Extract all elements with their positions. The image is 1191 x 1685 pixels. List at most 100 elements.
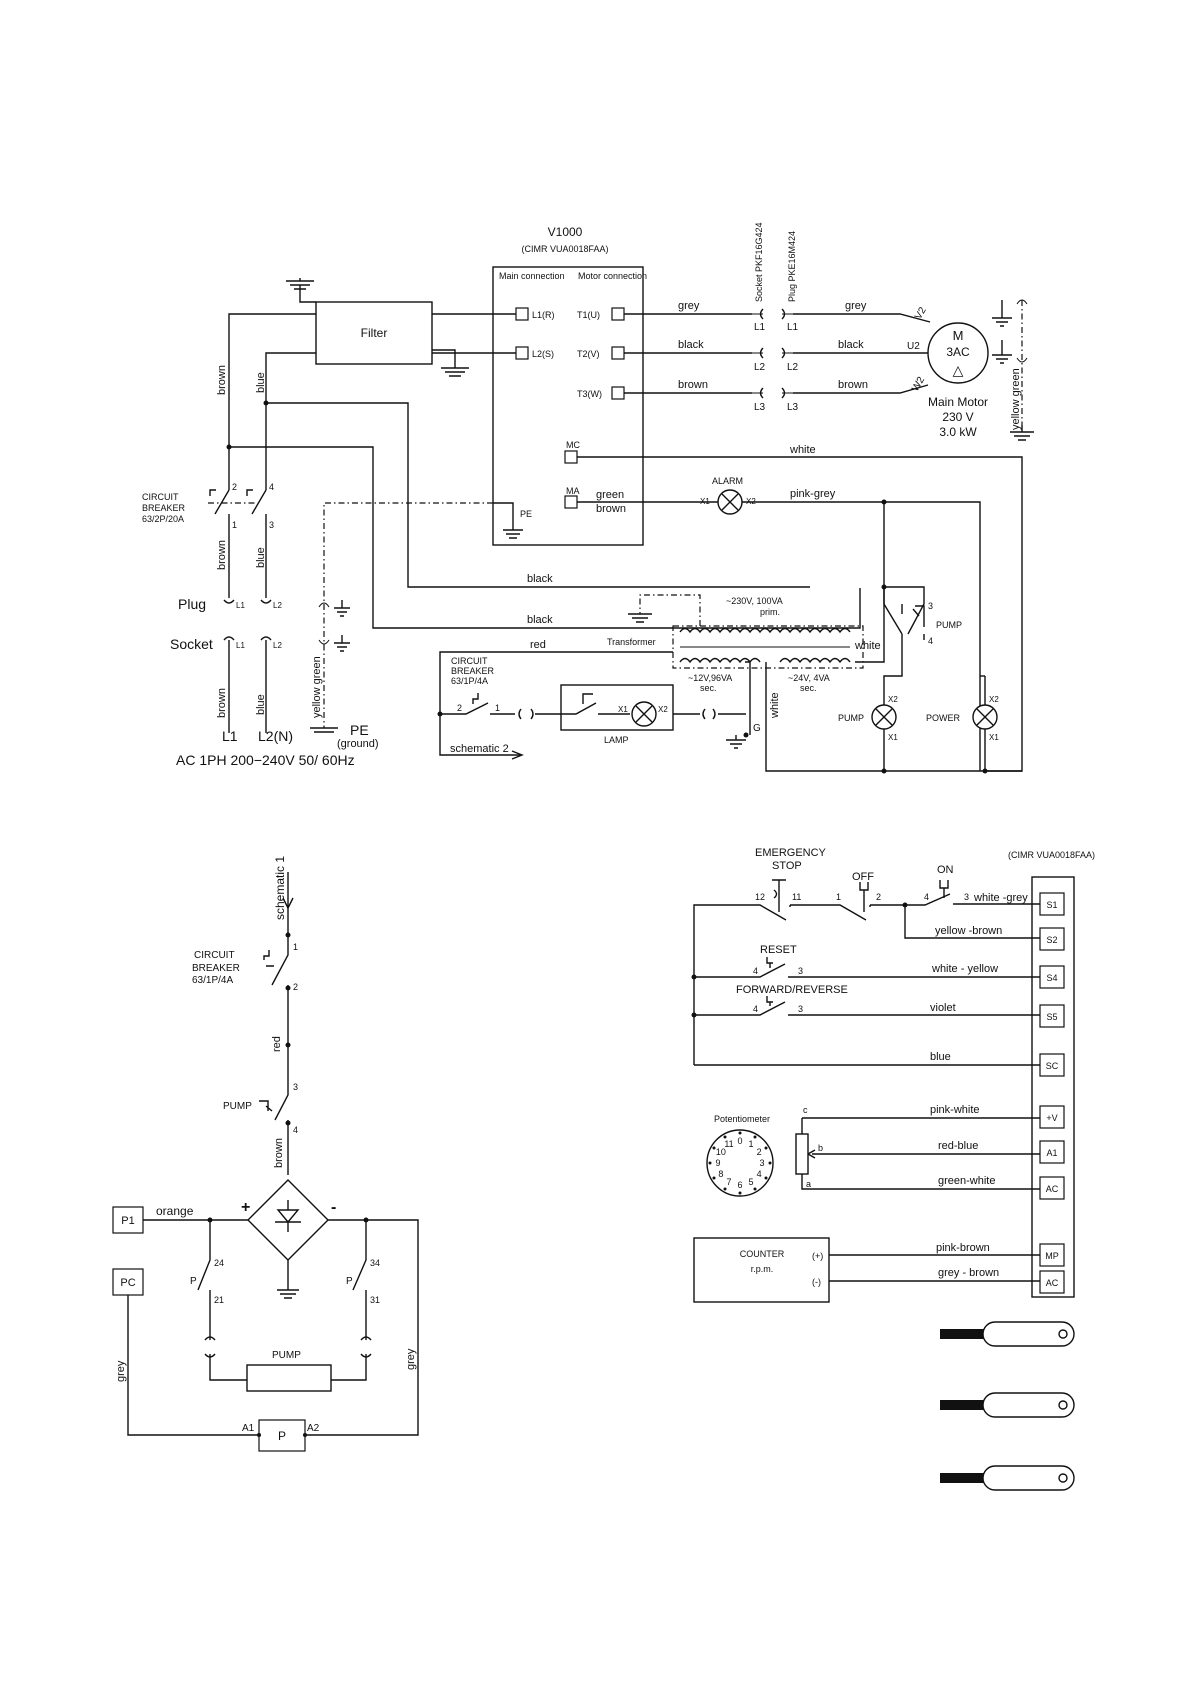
- terminal-s4-label: S4: [1046, 973, 1057, 983]
- pump-switch-4: 4: [928, 636, 933, 646]
- p-left-connector-icon: [204, 1336, 216, 1358]
- terminal-sc-label: SC: [1046, 1061, 1059, 1071]
- terminal-s5: [1039, 1004, 1065, 1028]
- control-terminals: S1 S2 S4 S5 SC +V A1 AC MP AC: [1039, 892, 1065, 1294]
- lamp-bulb-cross: [635, 705, 653, 723]
- wire-lamp-return: [745, 661, 751, 735]
- breaker-main-t1: 1: [232, 520, 237, 530]
- motor-power: 3.0 kW: [939, 425, 977, 439]
- terminal-t3: [611, 386, 625, 400]
- motor-pe-ground-icon: [1010, 425, 1034, 441]
- wire-grey-label-1: grey: [678, 300, 700, 312]
- p-left-contact: [197, 1220, 247, 1381]
- pump-switch-3: 3: [928, 601, 933, 611]
- estop-n11: 11: [792, 892, 801, 902]
- terminal-ac: [1039, 1176, 1065, 1200]
- breaker-actuator-icons: [209, 489, 253, 496]
- p-right-31: 31: [370, 1295, 380, 1305]
- rectifier-plus: +: [241, 1199, 250, 1216]
- pe-clips: [318, 602, 330, 645]
- lamp-x1: X1: [618, 705, 628, 714]
- terminal-t2: [611, 346, 625, 360]
- connector-l1-icon: [759, 308, 786, 320]
- p-left-24: 24: [214, 1258, 224, 1268]
- connector-lamp-1-icon: [518, 708, 534, 720]
- supply-brown-label: brown: [216, 688, 228, 718]
- s2-breaker-l3: 63/1P/4A: [192, 975, 233, 986]
- plug-socket-icons: [223, 599, 272, 641]
- pot-dial-number: 0: [737, 1136, 742, 1146]
- counter-minus: (-): [812, 1277, 821, 1287]
- lamp-switch-actuator: [582, 693, 593, 704]
- pe-ground-main-icon: [310, 727, 338, 733]
- s2-pump-label: PUMP: [223, 1101, 252, 1112]
- wire-brown-in: [228, 313, 316, 490]
- plug-label: Plug PKE16M424: [787, 231, 797, 302]
- pump-lamp-label: PUMP: [838, 713, 864, 723]
- wire-white-bottom: [765, 662, 1022, 772]
- motor-voltage: 230 V: [942, 410, 973, 424]
- rectifier-bridge: [247, 1179, 329, 1261]
- wire-grey-left: [127, 1295, 259, 1436]
- p-a1-dot: [257, 1433, 261, 1437]
- transformer-label: Transformer: [607, 637, 656, 647]
- motor-3ac: 3AC: [946, 345, 970, 359]
- supply-l2: L2(N): [258, 728, 293, 744]
- reset-n3: 3: [798, 966, 803, 976]
- s2-pump-contact: [274, 1045, 289, 1175]
- pump-switch-label: PUMP: [936, 620, 962, 630]
- terminal-ac2-label: AC: [1046, 1278, 1059, 1288]
- off-n1: 1: [836, 892, 841, 902]
- pot-dial-number: 11: [724, 1139, 733, 1149]
- counter-label: COUNTER: [740, 1249, 785, 1259]
- breaker-main-t3: 3: [269, 520, 274, 530]
- small-breaker-actuator: [472, 693, 479, 704]
- transformer-sec2: ~24V, 4VA: [788, 673, 830, 683]
- plug-label: Plug: [178, 596, 206, 612]
- supply-spec: AC 1PH 200−240V 50/ 60Hz: [176, 752, 355, 768]
- supply-l1: L1: [222, 728, 238, 744]
- motor-w2: W2: [910, 375, 927, 394]
- terminal-a1-label: A1: [1046, 1148, 1057, 1158]
- terminal-s2: [1039, 927, 1065, 951]
- estop-n12: 12: [755, 892, 765, 902]
- pump-lamp-cross: [875, 708, 893, 726]
- transformer-frame: [672, 625, 864, 669]
- main-circuit-breaker: CIRCUIT BREAKER 63/2P/20A 2 4 1 3 brown …: [142, 482, 274, 598]
- filter-ground-bottom-icon: [441, 367, 469, 377]
- fwd-n3: 3: [798, 1004, 803, 1014]
- small-breaker-n1: 1: [495, 703, 500, 713]
- terminal-ac-label: AC: [1046, 1184, 1059, 1194]
- supply-blue-label: blue: [255, 694, 267, 715]
- wire-green-white-label: green-white: [938, 1175, 995, 1187]
- on-switch: [905, 893, 1040, 906]
- main-motor: M 3AC △ V2 U2 W2 Main Motor 230 V 3.0 kW…: [907, 299, 1034, 441]
- motor-ground-1-icon: [992, 300, 1012, 327]
- s2-grey-right-label: grey: [405, 1348, 417, 1370]
- alarm-lamp-cross: [721, 493, 739, 511]
- counter-box: [693, 1237, 830, 1303]
- pot-dial: [706, 1129, 774, 1197]
- off-actuator-icon: [859, 882, 869, 912]
- pot-dial-dot: [723, 1187, 727, 1191]
- wire-grey-label-2: grey: [845, 300, 867, 312]
- pot-dial-number: 4: [757, 1169, 762, 1179]
- socket-l1: L1: [236, 641, 245, 650]
- p-left-label: P: [190, 1276, 197, 1287]
- estop-actuator-icon: [772, 879, 786, 912]
- terminal-mp-label: MP: [1045, 1251, 1059, 1261]
- terminal-t1-label: T1(U): [577, 310, 600, 320]
- wire-blue-sc-label: blue: [930, 1051, 951, 1063]
- socket-label-supply: Socket: [170, 636, 213, 652]
- counter-wires: [829, 1254, 1040, 1282]
- schematic-2-pump: schematic 1 CIRCUIT BREAKER 63/1P/4A 1 2…: [112, 856, 419, 1452]
- wire-brown-m2: [793, 384, 929, 394]
- breaker-main-l3: 63/2P/20A: [142, 514, 184, 524]
- pump-lamp-x2: X2: [888, 695, 898, 704]
- p-left-21: 21: [214, 1295, 224, 1305]
- wire-yellow-brown-label: yellow -brown: [935, 925, 1002, 937]
- p1-label: P1: [121, 1215, 134, 1227]
- breaker-out-wires: [228, 514, 267, 598]
- p-right-label: P: [346, 1276, 353, 1287]
- small-breaker-l3: 63/1P/4A: [451, 676, 488, 686]
